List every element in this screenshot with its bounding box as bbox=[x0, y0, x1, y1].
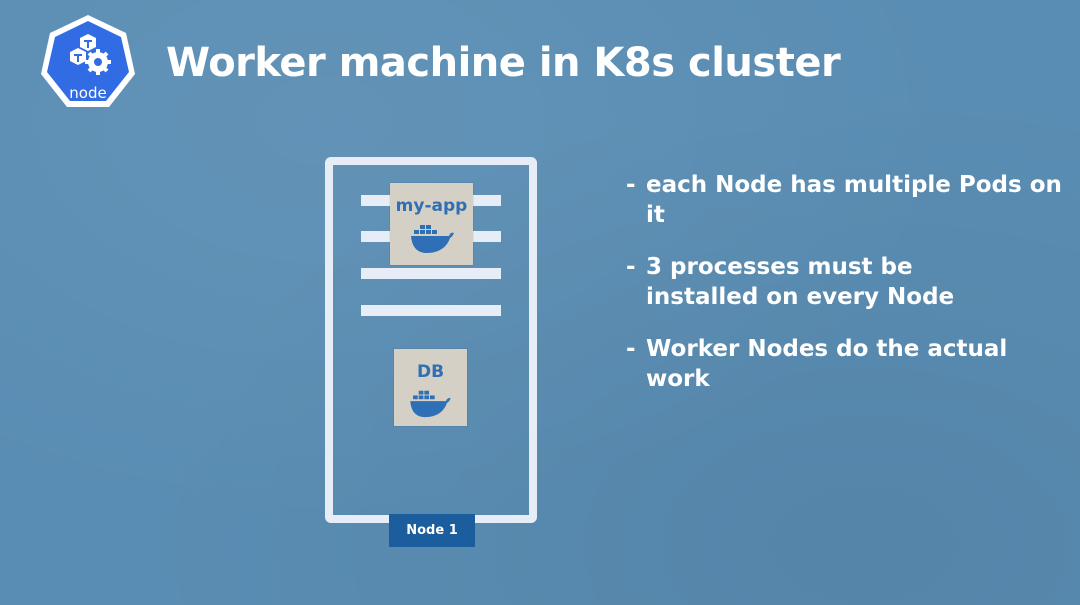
page-title: Worker machine in K8s cluster bbox=[166, 40, 841, 86]
logo-label: node bbox=[69, 84, 107, 102]
docker-whale-icon bbox=[411, 225, 454, 253]
bullet-item: each Node has multiple Pods on it bbox=[624, 170, 1064, 230]
bullet-list: each Node has multiple Pods on it 3 proc… bbox=[624, 170, 1064, 408]
node-slot-bar bbox=[361, 305, 501, 316]
pod-label: DB bbox=[416, 362, 445, 382]
kubernetes-node-logo bbox=[38, 12, 138, 112]
pod-my-app: my-app bbox=[390, 183, 473, 265]
bullet-item: Worker Nodes do the actual work bbox=[624, 334, 1064, 394]
bullet-item: 3 processes must be installed on every N… bbox=[624, 252, 1026, 312]
kubernetes-node-icon bbox=[41, 15, 135, 107]
docker-whale-icon bbox=[410, 390, 451, 418]
node-slot-bar bbox=[361, 268, 501, 279]
pod-label: my-app bbox=[395, 196, 468, 216]
pod-db: DB bbox=[394, 349, 467, 426]
node-label: Node 1 bbox=[389, 514, 475, 547]
